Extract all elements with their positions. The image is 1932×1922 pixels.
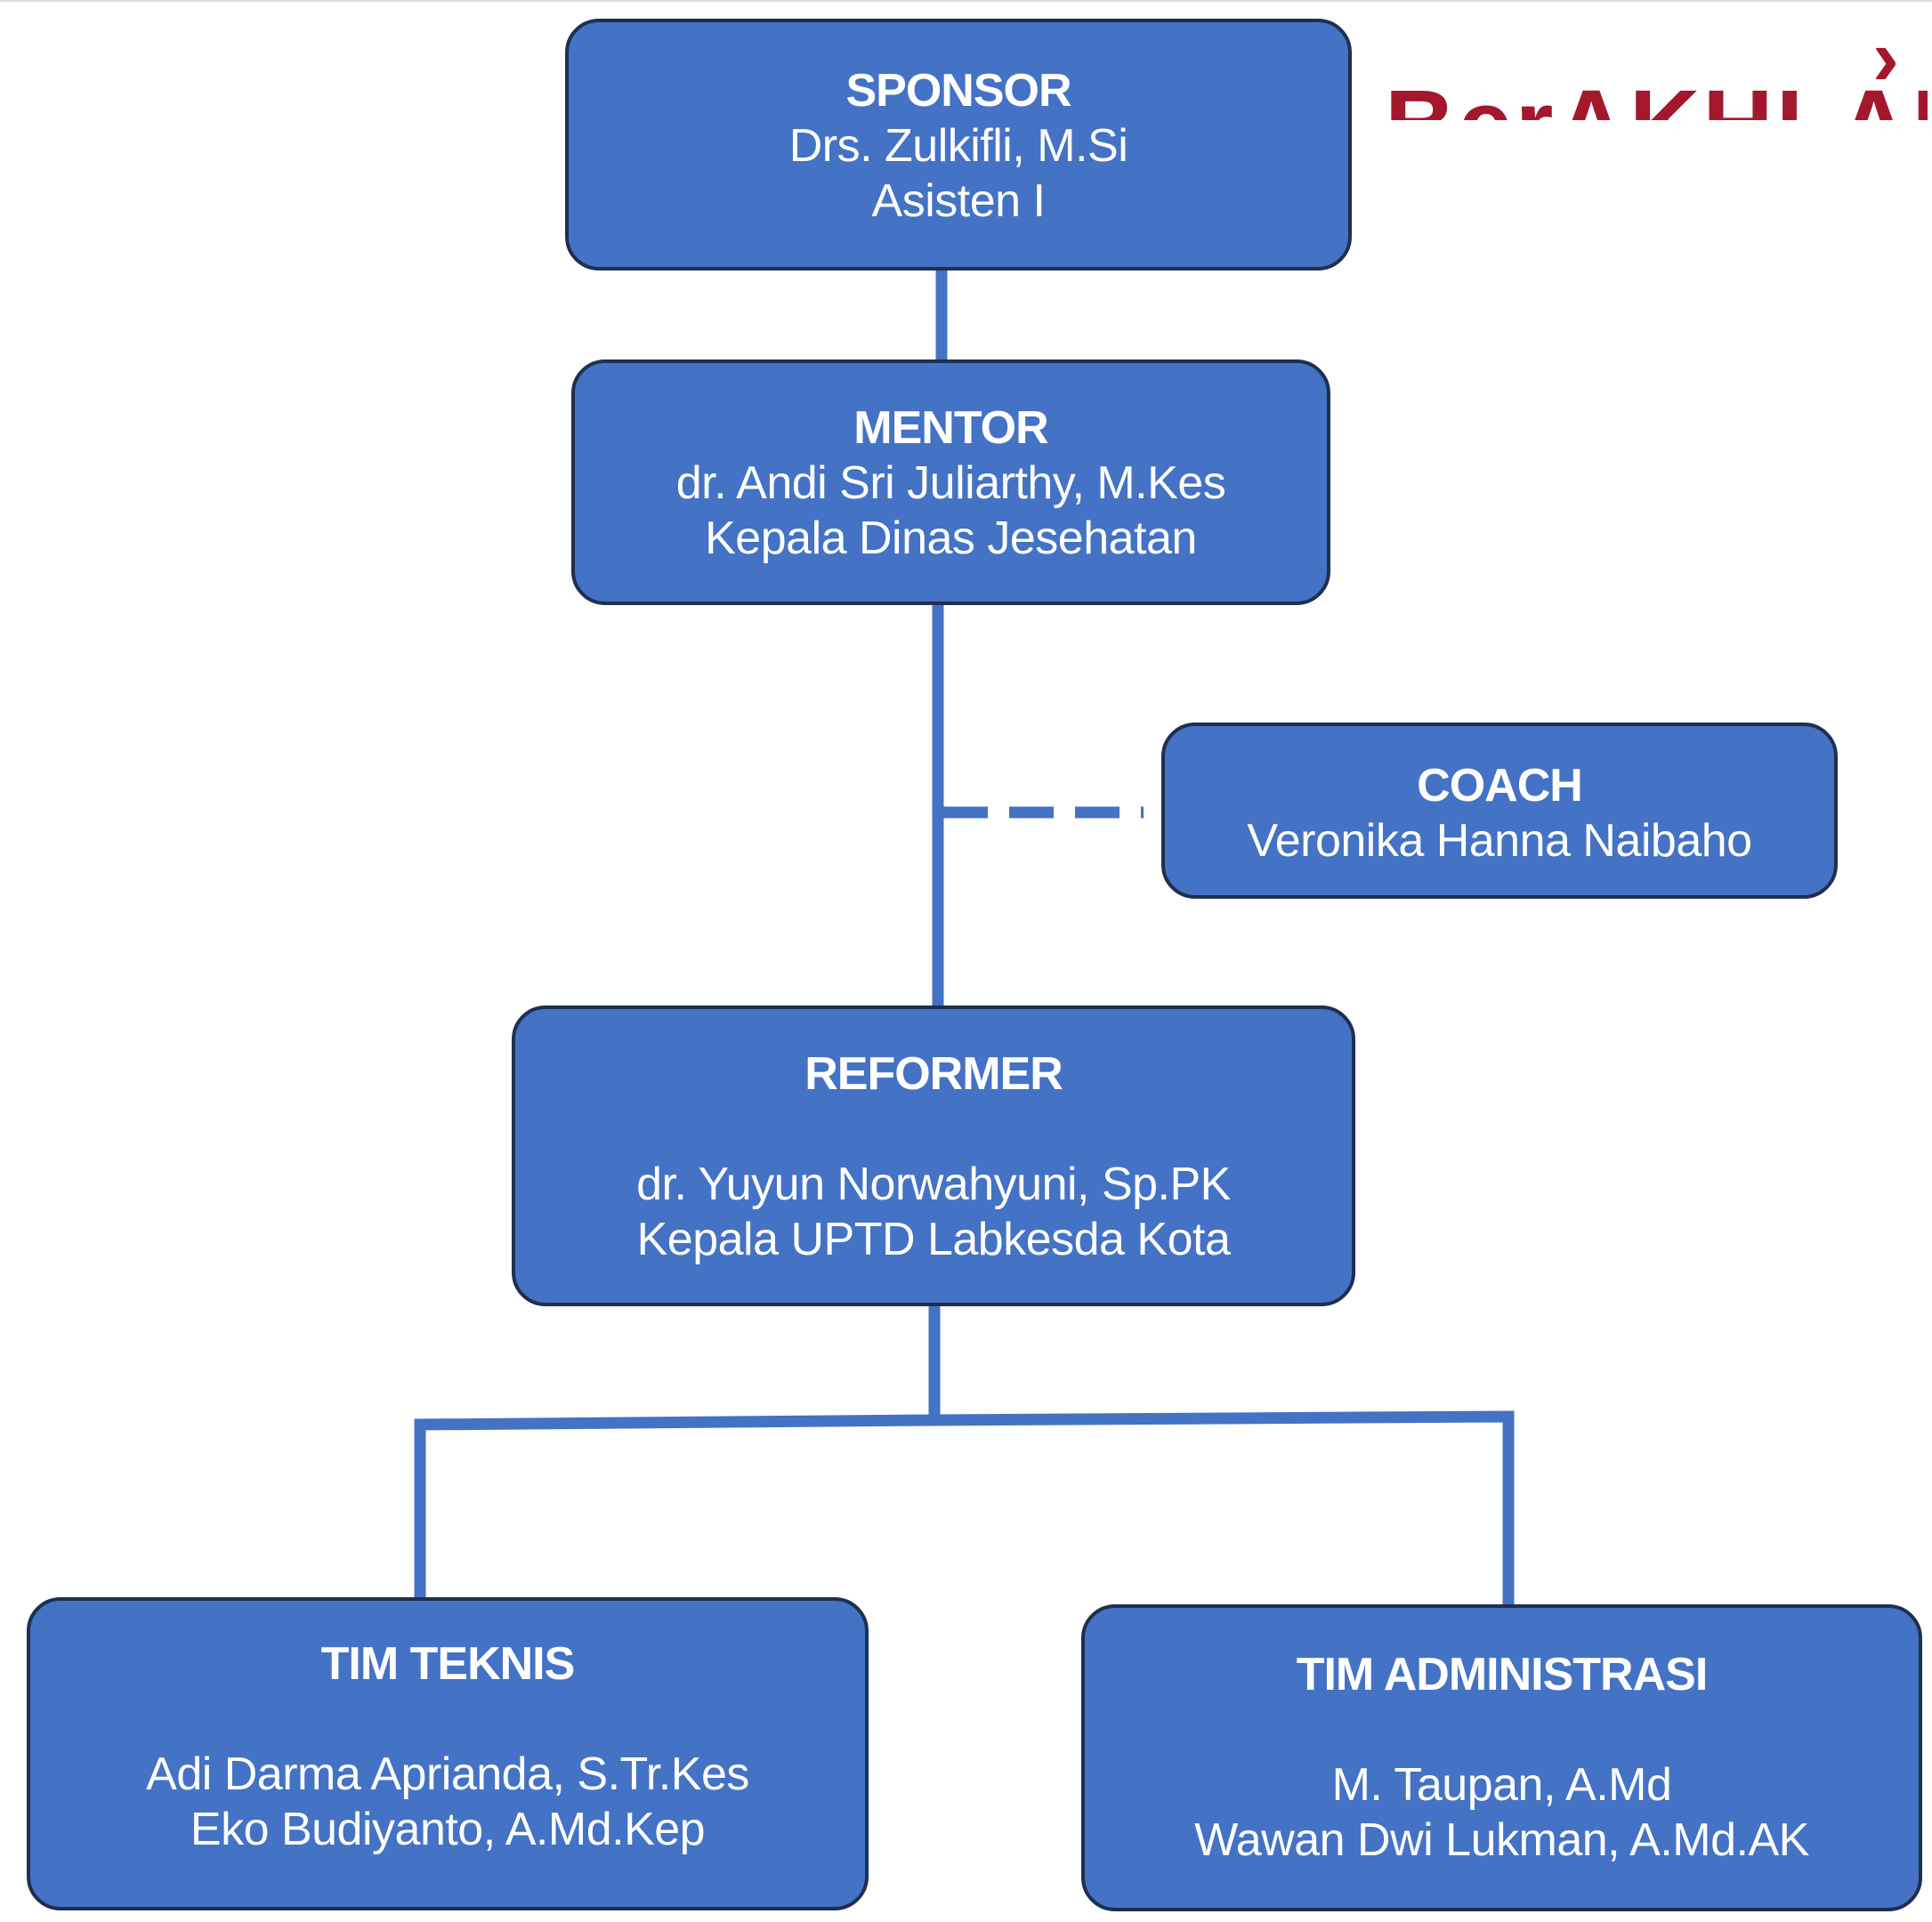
tim-teknis-role: TIM TEKNIS: [320, 1638, 576, 1690]
sponsor-box: SPONSOR Drs. Zulkifli, M.Si Asisten I: [565, 19, 1352, 271]
connector-branch-teams: [414, 1410, 1515, 1611]
tim-administrasi-role: TIM ADMINISTRASI: [1296, 1649, 1709, 1700]
sponsor-name: Drs. Zulkifli, M.Si: [788, 120, 1128, 172]
berakhlak-logo: BerAKHLAK ›: [1385, 18, 1928, 120]
coach-name: Veronika Hanna Naibaho: [1247, 815, 1752, 867]
logo-text: BerAKHLAK: [1385, 77, 1928, 121]
tim-administrasi-member: Wawan Dwi Lukman, A.Md.AK: [1194, 1814, 1809, 1866]
sponsor-position: Asisten I: [871, 175, 1046, 227]
mentor-position: Kepala Dinas Jesehatan: [705, 513, 1197, 564]
top-border: [0, 0, 1932, 2]
coach-role: COACH: [1417, 760, 1583, 812]
chevron-right-icon: ›: [1872, 18, 1899, 102]
mentor-name: dr. Andi Sri Juliarthy, M.Kes: [675, 457, 1226, 509]
reformer-box: REFORMER dr. Yuyun Norwahyuni, Sp.PK Kep…: [512, 1005, 1355, 1306]
reformer-name: dr. Yuyun Norwahyuni, Sp.PK: [636, 1159, 1231, 1210]
tim-teknis-member: Adi Darma Aprianda, S.Tr.Kes: [146, 1748, 749, 1800]
sponsor-role: SPONSOR: [845, 65, 1071, 117]
tim-teknis-box: TIM TEKNIS Adi Darma Aprianda, S.Tr.Kes …: [27, 1597, 869, 1910]
mentor-role: MENTOR: [853, 402, 1048, 454]
tim-teknis-member: Eko Budiyanto, A.Md.Kep: [190, 1804, 706, 1855]
tim-administrasi-box: TIM ADMINISTRASI M. Taupan, A.Md Wawan D…: [1081, 1604, 1922, 1911]
reformer-position: Kepala UPTD Labkesda Kota: [636, 1214, 1231, 1265]
reformer-role: REFORMER: [804, 1048, 1063, 1100]
coach-box: COACH Veronika Hanna Naibaho: [1161, 723, 1838, 899]
mentor-box: MENTOR dr. Andi Sri Juliarthy, M.Kes Kep…: [571, 359, 1330, 605]
tim-administrasi-member: M. Taupan, A.Md: [1331, 1759, 1672, 1811]
